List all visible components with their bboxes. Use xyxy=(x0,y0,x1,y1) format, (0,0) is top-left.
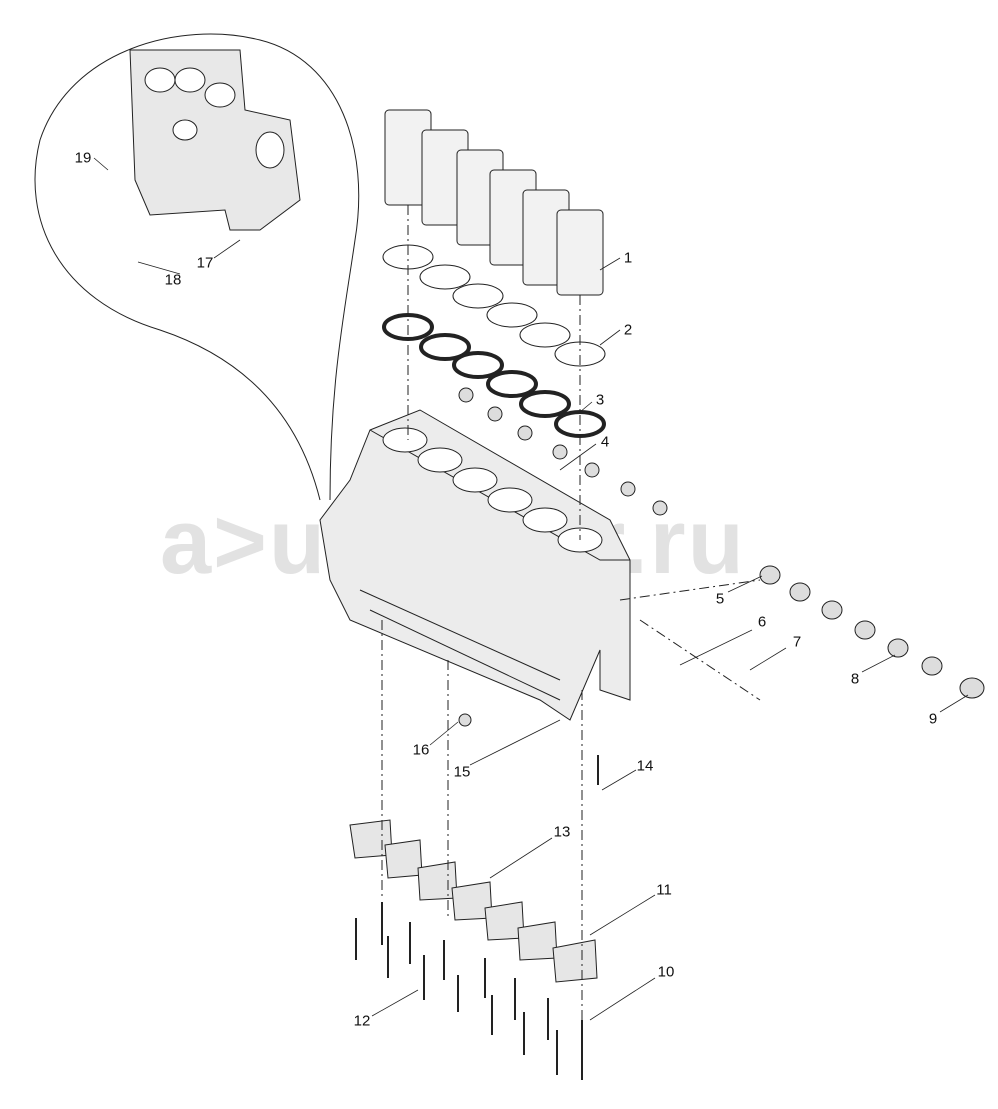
leader-lines xyxy=(93,157,969,1021)
detail-bubble xyxy=(34,33,360,501)
callout-9: 9 xyxy=(928,710,938,728)
callout-14: 14 xyxy=(636,757,654,775)
callout-18: 18 xyxy=(164,271,182,289)
cam-bushings xyxy=(759,565,985,699)
main-bearing-caps xyxy=(349,819,598,983)
cylinder-liners xyxy=(384,109,604,296)
callout-5: 5 xyxy=(715,590,725,608)
callout-8: 8 xyxy=(850,670,860,688)
callout-3: 3 xyxy=(595,391,605,409)
callout-15: 15 xyxy=(453,763,471,781)
detail-engine-block xyxy=(129,49,301,231)
engine-block xyxy=(319,409,631,721)
callout-4: 4 xyxy=(600,433,610,451)
plugs xyxy=(458,387,668,727)
callout-19: 19 xyxy=(74,149,92,167)
centerlines xyxy=(381,205,761,1020)
callout-11: 11 xyxy=(656,881,672,899)
callout-17: 17 xyxy=(196,254,214,272)
callout-10: 10 xyxy=(657,963,675,981)
callout-1: 1 xyxy=(623,249,633,267)
callout-7: 7 xyxy=(792,633,802,651)
callout-13: 13 xyxy=(553,823,571,841)
callout-2: 2 xyxy=(623,321,633,339)
callout-16: 16 xyxy=(412,741,430,759)
callout-6: 6 xyxy=(757,613,767,631)
callout-12: 12 xyxy=(353,1012,371,1030)
bolts xyxy=(355,755,599,1080)
